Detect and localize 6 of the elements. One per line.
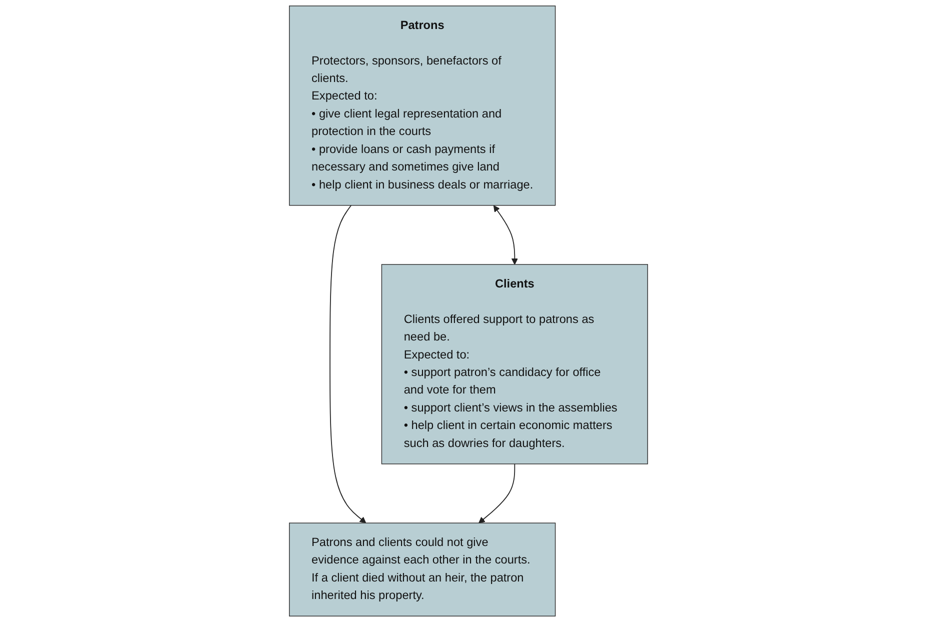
arrow (493, 205, 518, 265)
node-box: Patrons Protectors, sponsors, benefactors of clients. Expected to: • give client legal representation and protection in the courts • provide loans or cash payments if necessary and sometimes give land • help client in business deals or marriage. (289, 6, 556, 206)
node-box: Patrons and clients could not give evidence against each other in the courts. If a client died without an heir, the patron inherited his property. (289, 522, 556, 616)
node-box: Clients Clients offered support to patrons as need be. Expected to: • support patron’s candidacy for office and vote for them • support client’s views in the assemblies • help client in certain economic matters such as dowries for daughters. (381, 264, 648, 464)
arrow (330, 204, 366, 524)
arrow (478, 463, 516, 524)
